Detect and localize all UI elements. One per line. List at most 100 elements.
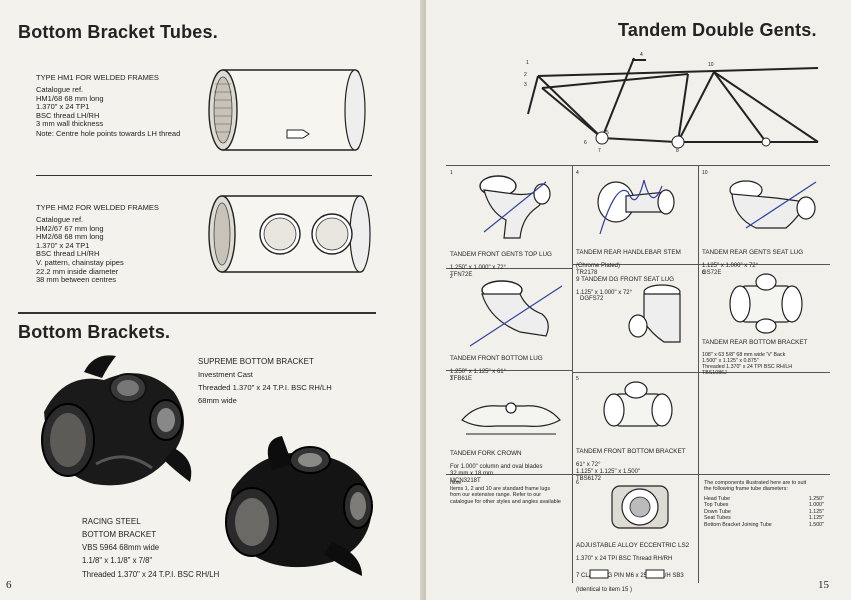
- hm2-tube-illustration: [208, 195, 371, 273]
- hm2-heading: TYPE HM2 FOR WELDED FRAMES: [36, 203, 159, 212]
- bottom-bracket-tubes-title: Bottom Bracket Tubes.: [18, 22, 218, 42]
- frame-label-5: 5: [606, 130, 609, 136]
- frame-label-4: 4: [640, 52, 643, 58]
- grid-row-line-2: [446, 370, 572, 371]
- cell-3-name: TANDEM FORK CROWN: [450, 449, 522, 457]
- cell-3-spec: For 1.000" column and oval blades 32 mm …: [450, 464, 543, 484]
- cell-1-num: 1: [450, 170, 453, 176]
- diameter-row: Bottom Bracket Joining Tube 1.500": [704, 522, 824, 528]
- racing-line-5: Threaded 1.370" x 24 T.P.I. BSC RH/LH: [82, 570, 220, 579]
- cell-4-caption: TANDEM REAR HANDLEBAR STEM (Chrome Plate…: [576, 243, 681, 284]
- racing-line-1: RACING STEEL: [82, 517, 141, 526]
- supreme-spec: Threaded 1.370" x 24 T.P.I. BSC RH/LH: [198, 383, 332, 392]
- cell-4-num: 4: [576, 170, 579, 176]
- standard-lugs-note: Note Items 1, 2 and 10 are standard fram…: [450, 480, 561, 505]
- front-bottom-lug-drawing: [469, 280, 563, 347]
- clamping-pin-drawing: [589, 569, 665, 579]
- frame-label-7: 7: [598, 148, 601, 154]
- hm2-details-2: V. pattern, chainstay pipes 22.2 mm insi…: [36, 258, 124, 285]
- cell-5-num: 5: [576, 376, 579, 382]
- diameter-value: 1.000": [808, 502, 824, 509]
- cell-8-name: TANDEM REAR BOTTOM BRACKET: [702, 339, 808, 346]
- hm1-details: Catalogue ref. HM1/68 68 mm long 1.370" …: [36, 85, 104, 129]
- cell-4-name: TANDEM REAR HANDLEBAR STEM: [576, 248, 681, 256]
- cell-8-caption: TANDEM REAR BOTTOM BRACKET 108" x 63 5/8…: [702, 334, 807, 382]
- cell-9-ref: DGFS72: [580, 296, 604, 302]
- racing-bracket-photo: [225, 436, 373, 576]
- cell-6-spec: 1.370" x 24 TPI BSC Thread RH/RH: [576, 556, 673, 563]
- diameter-value: 1.250": [808, 496, 824, 502]
- diameter-label: Down Tube: [704, 508, 731, 515]
- front-bottom-bracket-drawing: [603, 381, 673, 427]
- diameters-table: Head Tube 1.250" Top Tubes 1.000" Down Tub…: [704, 496, 824, 528]
- cell-1-caption: TANDEM FRONT GENTS TOP LUG 1.250" x 1.00…: [450, 245, 552, 286]
- eccentric-drawing: [611, 485, 669, 529]
- rear-bottom-bracket-drawing: [729, 273, 803, 334]
- diameter-label: Head Tube: [704, 496, 730, 502]
- book-gutter: [420, 0, 430, 600]
- right-page: Tandem Double Gents.: [426, 0, 851, 600]
- racing-line-3: VBS 5964 68mm wide: [82, 543, 160, 552]
- frame-label-2: 2: [524, 72, 527, 78]
- diameter-value: 1.125": [808, 515, 824, 522]
- tandem-frame-diagram: [527, 57, 819, 149]
- grid-row-line-2b: [572, 372, 830, 373]
- diameter-value: 1.500": [808, 521, 824, 528]
- grid-col-line-2: [698, 165, 699, 583]
- bottom-brackets-title: Bottom Brackets.: [18, 322, 171, 342]
- tandem-double-gents-title: Tandem Double Gents.: [618, 20, 817, 40]
- cell-5-name: TANDEM FRONT BOTTOM BRACKET: [576, 447, 686, 455]
- cell-10-num: 10: [702, 170, 708, 176]
- fork-crown-drawing: [461, 402, 561, 435]
- diameter-label: Seat Tubes: [704, 515, 731, 522]
- grid-row-line-1: [446, 268, 572, 269]
- cell-5-spec: 61° x 72° 1.125" x 1.125" x 1.500" TBS61…: [576, 462, 641, 482]
- diameters-intro: The components illustrated here are to s…: [704, 480, 807, 493]
- right-page-number: 15: [818, 579, 829, 591]
- grid-row-line-1b: [572, 264, 830, 265]
- cell-2-spec: 1.250" x 1.125" x 61° TFB61E: [450, 369, 507, 383]
- cell-9-caption: 9 TANDEM DG FRONT SEAT LUG 1.125" x 1.00…: [576, 270, 674, 304]
- cell-5-caption: TANDEM FRONT BOTTOM BRACKET 61° x 72° 1.…: [576, 442, 686, 490]
- section-divider: [36, 175, 372, 176]
- diameter-label: Top Tubes: [704, 502, 729, 509]
- frame-label-1: 1: [526, 60, 529, 66]
- racing-line-4: 1.1/8" x 1.1/8" x 7/8": [82, 556, 153, 565]
- cell-2-num: 2: [450, 274, 453, 280]
- supreme-title: SUPREME BOTTOM BRACKET: [198, 357, 314, 366]
- diameter-row: Top Tubes 1.000": [704, 502, 824, 508]
- racing-line-2: BOTTOM BRACKET: [82, 530, 157, 539]
- supreme-width: 68mm wide: [198, 396, 237, 405]
- grid-row-line-3: [446, 474, 830, 475]
- diameter-value: 1.125": [808, 508, 824, 515]
- dg-front-seat-lug-drawing: [628, 284, 681, 343]
- hm1-tube-illustration: [208, 69, 366, 151]
- supreme-sub: Investment Cast: [198, 370, 253, 379]
- hm2-details: Catalogue ref. HM2/67 67 mm long HM2/68 …: [36, 215, 104, 259]
- cell-9-spec: 1.125" x 1.000" x 72°: [576, 290, 633, 297]
- cell-8-num: 8: [702, 270, 705, 276]
- hm1-heading: TYPE HM1 FOR WELDED FRAMES: [36, 73, 159, 82]
- cell-9-name: 9 TANDEM DG FRONT SEAT LUG: [576, 275, 675, 283]
- left-page-number: 6: [6, 579, 12, 591]
- front-gents-top-lug-drawing: [479, 175, 551, 239]
- rear-gents-seat-lug-drawing: [729, 180, 817, 229]
- cell-8-spec: 108" x 63 5/8" 68 mm wide 'V' Back 1.500…: [702, 352, 793, 376]
- grid-col-line-1: [572, 165, 573, 583]
- cell-10-name: TANDEM REAR GENTS SEAT LUG: [702, 248, 804, 256]
- diameter-label: Bottom Bracket Joining Tube: [704, 521, 772, 528]
- frame-label-6: 6: [584, 140, 587, 146]
- left-page: Bottom Bracket Tubes. TYPE HM1 FOR WELDE…: [0, 0, 424, 600]
- cell-3-num: 3: [450, 376, 453, 382]
- frame-label-3: 3: [524, 82, 527, 88]
- diameter-row: Seat Tubes 1.125": [704, 515, 824, 521]
- frame-label-8: 8: [676, 148, 679, 154]
- section-divider-2: [18, 312, 376, 314]
- rear-handlebar-stem-drawing: [597, 179, 675, 235]
- cell-1-name: TANDEM FRONT GENTS TOP LUG: [450, 250, 552, 258]
- cell-4-spec: (Chrome Plated) TR2178: [576, 263, 621, 277]
- cell-1-spec: 1.250" x 1.000" x 72° TFN72E: [450, 265, 507, 279]
- cell-6-num: 6: [576, 480, 579, 486]
- cell-2-caption: TANDEM FRONT BOTTOM LUG 1.250" x 1.125" …: [450, 349, 543, 390]
